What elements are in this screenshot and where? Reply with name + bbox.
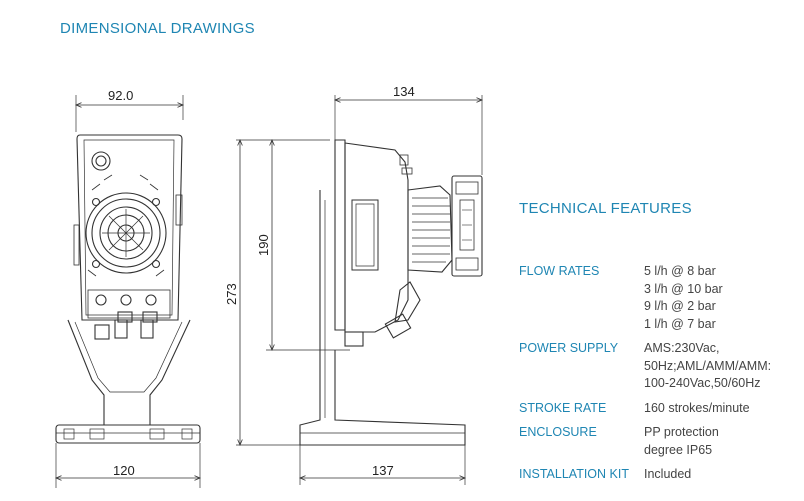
spec-value-line: AMS:230Vac, [644, 341, 720, 355]
spec-value-line: Included [644, 467, 692, 481]
spec-value-line: degree IP65 [644, 442, 713, 457]
spec-value-line: 9 l/h @ 2 bar [644, 299, 716, 314]
spec-row-flow-rates: FLOW RATES 5 l/h @ 8 bar 3 l/h @ 10 bar … [519, 263, 723, 333]
spec-value: 5 l/h @ 8 bar 3 l/h @ 10 bar 9 l/h @ 2 b… [644, 263, 723, 333]
side-view-drawing [236, 95, 482, 485]
spec-row-installation-kit: INSTALLATION KIT Included [519, 466, 691, 484]
page-title: DIMENSIONAL DRAWINGS [60, 20, 255, 37]
spec-value-line: 50Hz;AML/AMM/AMM: [644, 358, 772, 373]
dim-front-bottom-width: 120 [113, 463, 135, 478]
spec-value-line: PP protection [644, 425, 719, 439]
spec-value-line: 1 l/h @ 7 bar [644, 316, 716, 331]
front-view-drawing [56, 95, 200, 488]
spec-value-line: 3 l/h @ 10 bar [644, 281, 723, 296]
dim-total-height: 273 [224, 283, 239, 305]
spec-label: INSTALLATION KIT [519, 467, 629, 481]
dim-side-top-width: 134 [393, 84, 415, 99]
spec-value: Included [644, 466, 691, 484]
spec-row-power-supply: POWER SUPPLY AMS:230Vac, 50Hz;AML/AMM/AM… [519, 340, 771, 393]
spec-row-enclosure: ENCLOSURE PP protection degree IP65 [519, 424, 719, 459]
technical-features-title: TECHNICAL FEATURES [519, 200, 692, 217]
spec-label: POWER SUPPLY [519, 341, 619, 355]
spec-value-line: 100-240Vac,50/60Hz [644, 376, 761, 391]
dimensional-drawings: 92.0 120 [0, 84, 510, 488]
spec-value-line: 5 l/h @ 8 bar [644, 264, 716, 278]
spec-label: ENCLOSURE [519, 425, 597, 439]
spec-value: AMS:230Vac, 50Hz;AML/AMM/AMM: 100-240Vac… [644, 340, 771, 393]
spec-value: 160 strokes/minute [644, 400, 750, 418]
dim-side-bottom-width: 137 [372, 463, 394, 478]
spec-row-stroke-rate: STROKE RATE 160 strokes/minute [519, 400, 750, 418]
spec-label: FLOW RATES [519, 264, 600, 278]
spec-value: PP protection degree IP65 [644, 424, 719, 459]
spec-label: STROKE RATE [519, 401, 607, 415]
dim-front-top-width: 92.0 [108, 88, 133, 103]
dim-body-height: 190 [256, 234, 271, 256]
spec-value-line: 160 strokes/minute [644, 401, 750, 415]
